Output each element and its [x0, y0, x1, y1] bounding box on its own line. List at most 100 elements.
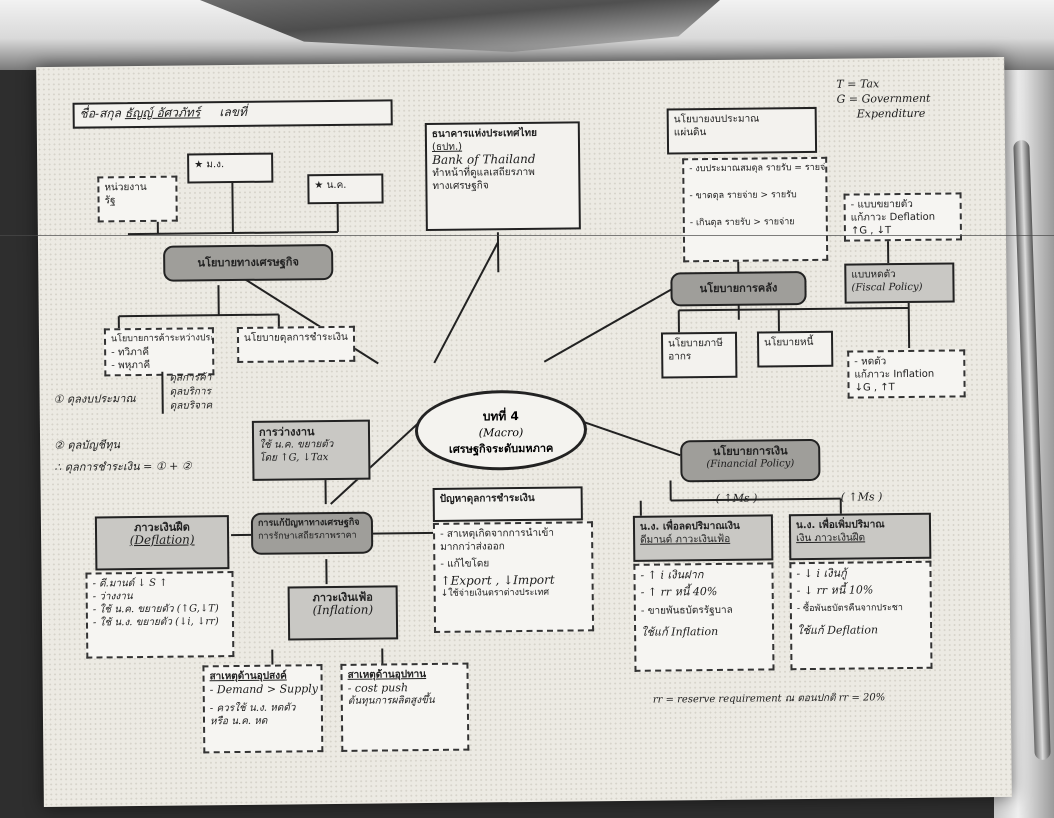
student-name-box: ชื่อ-สกุล ธัญญ์ อัศวภัทร์ เลขที่: [72, 99, 393, 129]
node-ms-down: น.ง. เพื่อเพิ่มปริมาณ เงิน ภาวะเงินฝืด: [788, 512, 932, 561]
node-line: - cost push: [347, 681, 409, 695]
node-line: - ใช้ น.ง. ขยายตัว (↓i, ↓rr): [92, 616, 219, 629]
node-subtitle: (Financial Policy): [706, 458, 795, 471]
node-bop-policy: นโยบายดุลการชำระเงิน: [236, 325, 356, 363]
node-ms-down-list: - ↓ i เงินกู้ - ↓ rr หนี้ 10% - ซื้อพันธ…: [789, 560, 933, 671]
node-line: - ขาดดุล รายจ่าย > รายรับ: [689, 190, 797, 202]
node-subtitle: เงิน ภาวะเงินฝืด: [796, 532, 866, 545]
node-title: นโยบายการค้าระหว่างประเทศ: [110, 333, 215, 345]
node-monetary: นโยบายการเงิน (Financial Policy): [680, 438, 821, 483]
node-title: น.ง. เพื่อเพิ่มปริมาณ: [795, 519, 885, 532]
node-fiscal-policy: นโยบายการคลัง: [670, 271, 807, 307]
node-line: - Demand > Supply: [209, 682, 319, 697]
left-brace-list: ดุลการค้า ดุลบริการ ดุลบริจาค: [161, 371, 213, 414]
student-name: ธัญญ์ อัศวภัทร์: [124, 105, 201, 121]
node-bop-problem-list: - สาเหตุเกิดจากการนำเข้า มากกว่าส่งออก -…: [432, 521, 595, 633]
node-budget-items: - งบประมาณสมดุล รายรับ = รายจ่าย - ขาดดุ…: [682, 156, 829, 263]
node-line: โดย ↑G, ↓Tax: [259, 452, 329, 464]
node-line: แก้ภาวะ Inflation: [854, 368, 935, 381]
node-nesdb: ★ ม.ง.: [187, 152, 274, 184]
left-note: ② ดุลบัญชีทุน: [54, 438, 121, 452]
node-economic-problem: การแก้ปัญหาทางเศรษฐกิจ การรักษาเสถียรภาพ…: [250, 511, 374, 555]
note-line: G = Government: [836, 91, 931, 106]
node-nk: ★ น.ค.: [307, 173, 384, 205]
node-tax: นโยบายภาษี อากร: [660, 331, 738, 379]
node-title: นโยบายภาษี: [668, 337, 723, 350]
node-line: ↓ใช้จ่ายเงินตราต่างประเทศ: [440, 587, 550, 599]
node-deflation-list: - ดี.มานด์ ↓ S ↑ - ว่างงาน - ใช้ น.ค. ขย…: [85, 571, 235, 659]
node-line: แก้ภาวะ Deflation: [850, 211, 936, 224]
node-econ-policy: นโยบายทางเศรษฐกิจ: [163, 243, 334, 282]
node-subtitle: (Fiscal Policy): [851, 281, 923, 294]
node-line: แผ่นดิน: [673, 127, 707, 139]
ms-up-label: ( ↑Ms ): [715, 491, 758, 505]
node-line: - ขายพันธบัตรรัฐบาล: [640, 604, 733, 617]
node-ms-up: น.ง. เพื่อลดปริมาณเงิน ดีมานด์ ภาวะเงินเ…: [632, 514, 774, 562]
note-line: Expenditure: [856, 106, 926, 121]
node-bop-problem: ปัญหาดุลการชำระเงิน: [432, 486, 583, 522]
brace-item: ดุลบริจาค: [169, 400, 213, 412]
node-title: สาเหตุด้านอุปสงค์: [209, 670, 287, 683]
node-title: ★ น.ค.: [314, 179, 347, 192]
node-subtitle: ดีมานด์ ภาวะเงินเฟ้อ: [640, 533, 731, 546]
node-ms-up-list: - ↑ i เงินฝาก - ↑ rr หนี้ 40% - ขายพันธบ…: [633, 562, 775, 672]
brace-item: ดุลบริการ: [169, 386, 212, 398]
node-fiscal-box: แบบหดตัว (Fiscal Policy): [844, 262, 955, 304]
node-title: นโยบายการเงิน: [712, 444, 788, 459]
node-line: ใช้แก้ Inflation: [641, 624, 719, 639]
node-line: ใช้แก้ Deflation: [797, 623, 879, 638]
node-title: นโยบายดุลการชำระเงิน: [243, 331, 348, 344]
node-title: ปัญหาดุลการชำระเงิน: [439, 492, 535, 505]
node-line: - เกินดุล รายรับ > รายจ่าย: [689, 217, 795, 229]
node-gov-agency: หน่วยงาน รัฐ: [97, 175, 178, 223]
node-line: มากกว่าส่งออก: [440, 541, 505, 553]
node-cost-push: สาเหตุด้านอุปทาน - cost push ต้นทุนการผล…: [340, 662, 470, 752]
scan-artifact-line: [0, 235, 1054, 236]
node-line: - แบบขยายตัว: [850, 198, 913, 211]
node-title: ★ ม.ง.: [194, 159, 225, 171]
node-trade-policy: นโยบายการค้าระหว่างประเทศ - ทวิภาคี - พห…: [103, 327, 215, 377]
node-line: - ↑ rr หนี้ 40%: [640, 584, 718, 599]
chapter-topic: เศรษฐกิจระดับมหภาค: [448, 441, 554, 456]
node-line: - งบประมาณสมดุล รายรับ = รายจ่าย: [689, 162, 829, 175]
node-title: แบบหดตัว: [851, 269, 896, 281]
node-subtitle: (Inflation): [312, 602, 374, 618]
node-title: การแก้ปัญหาทางเศรษฐกิจ: [257, 517, 360, 529]
node-line: - ควรใช้ น.ง. หดตัว: [209, 702, 296, 715]
node-line: รัฐ: [104, 195, 116, 207]
node-line: - หดตัว: [854, 356, 887, 368]
node-line: หรือ น.ค. หด: [209, 715, 268, 728]
node-line: - ทวิภาคี: [111, 346, 150, 359]
connector-lines: [117, 183, 911, 665]
top-right-note: T = Tax G = Government Expenditure: [836, 76, 930, 122]
node-title: นโยบายหนี้: [764, 336, 814, 349]
bottom-note: rr = reserve requirement ณ ตอนปกติ rr = …: [652, 692, 886, 706]
node-line: - ↑ i เงินฝาก: [640, 568, 704, 582]
node-title: หน่วยงาน: [104, 181, 147, 194]
student-class-label: เลขที่: [219, 104, 247, 120]
node-line: - พหุภาคี: [111, 359, 151, 372]
node-line: - ↓ rr หนี้ 10%: [796, 583, 874, 598]
node-deflation-header: ภาวะเงินฝืด (Deflation): [94, 515, 230, 571]
node-line: ใช้ น.ค. ขยายตัว: [259, 438, 334, 451]
node-title: การว่างงาน: [258, 425, 315, 439]
node-line: - ↓ i เงินกู้: [796, 566, 847, 581]
node-debt: นโยบายหนี้: [756, 330, 834, 368]
worksheet-paper: ชื่อ-สกุล ธัญญ์ อัศวภัทร์ เลขที่ T = Tax…: [36, 56, 1012, 808]
node-line: ต้นทุนการผลิตสูงขึ้น: [347, 694, 435, 707]
node-demand-pull: สาเหตุด้านอุปสงค์ - Demand > Supply - คว…: [202, 664, 324, 754]
chapter-title: บทที่ 4: [482, 409, 519, 424]
node-line: ทางเศรษฐกิจ: [432, 180, 489, 192]
node-contraction: - หดตัว แก้ภาวะ Inflation ↓G , ↑T: [847, 349, 966, 399]
node-title: น.ง. เพื่อลดปริมาณเงิน: [639, 520, 740, 533]
node-subtitle: (Deflation): [129, 532, 195, 548]
node-line: ↓G , ↑T: [854, 382, 895, 394]
node-line: การรักษาเสถียรภาพราคา: [258, 530, 357, 542]
node-title: นโยบายทางเศรษฐกิจ: [197, 255, 299, 270]
node-line: อากร: [668, 351, 692, 363]
note-line: T = Tax: [836, 77, 880, 91]
node-line: - แก้ไขโดย: [440, 558, 490, 570]
brace-item: ดุลการค้า: [169, 372, 212, 384]
node-title: สาเหตุด้านอุปทาน: [347, 669, 427, 681]
node-budget: นโยบายงบประมาณ แผ่นดิน: [666, 106, 818, 155]
